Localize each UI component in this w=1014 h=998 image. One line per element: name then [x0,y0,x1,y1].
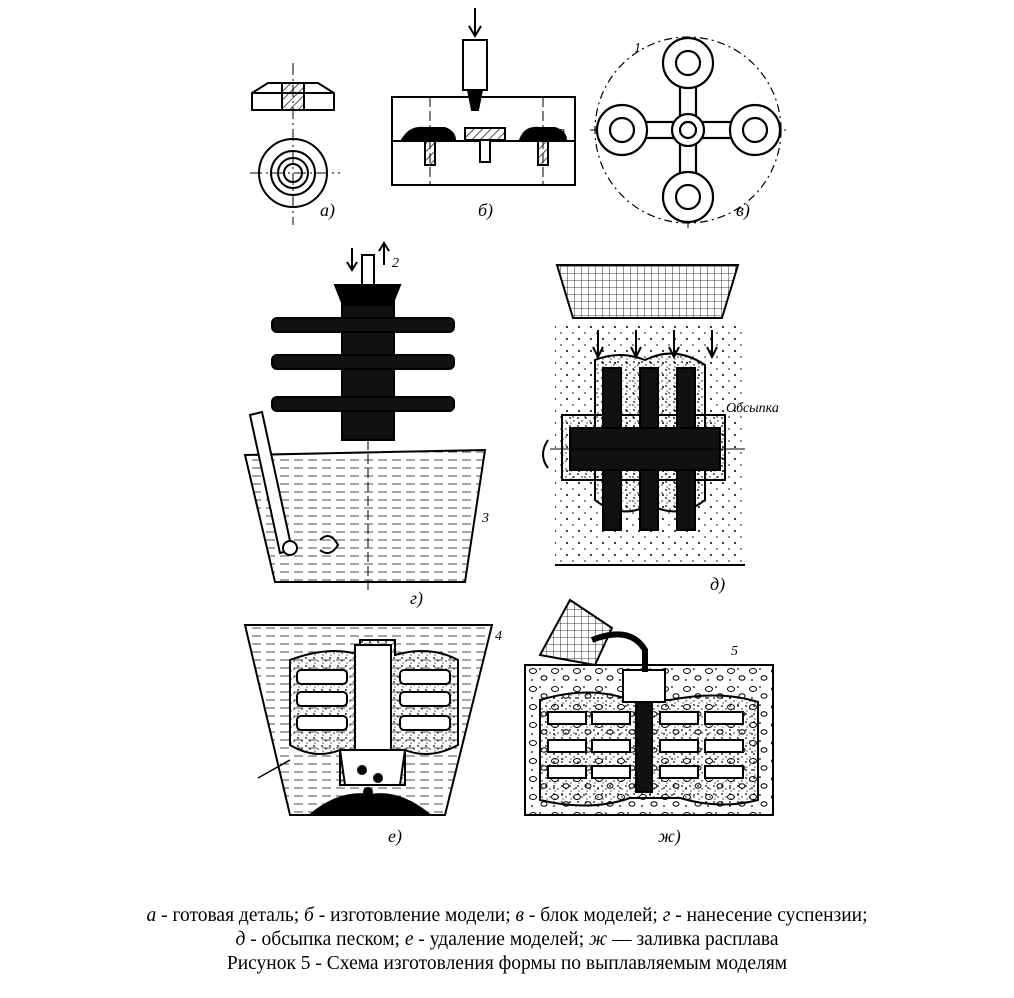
callout-5: 5 [731,644,738,659]
panel-label-e: е) [388,826,402,847]
caption-letter-d: д [235,929,246,950]
panel-label-b: б) [478,200,493,221]
caption-text-d: - обсыпка песком; [245,929,400,950]
caption-letter-v: в [515,905,524,926]
callout-3-b-label: 3 [557,127,565,142]
panel-v-model-block [590,36,790,228]
caption-text-g: - нанесение суспензии; [670,905,868,926]
callout-4: 4 [495,629,502,644]
panel-label-v: в) [736,200,750,221]
panel-a-finished-part [250,63,340,225]
caption-letter-a: а [146,905,157,926]
caption-text-e: - удаление моделей; [413,929,585,950]
panel-d-sand-coating [542,264,745,566]
callout-3-g: 3 [481,511,489,526]
caption-text-a: - готовая деталь; [156,905,300,926]
panel-zh-melt-pouring [524,598,774,816]
label-obsypka: Обсыпка [726,401,779,416]
panel-label-g: г) [410,588,423,609]
caption-text-v: - блок моделей; [524,905,658,926]
figure-caption: а - готовая деталь; б - изготовление мод… [0,904,1014,976]
panel-label-zh: ж) [658,826,681,847]
caption-text-zh: — заливка расплава [607,929,779,950]
panel-label-d: д) [710,574,725,595]
process-diagram: 3 1 2 3 [243,8,790,847]
panel-b-model-making [391,8,576,186]
panel-g-slurry-coating [243,241,487,590]
caption-legend-line-1: а - готовая деталь; б - изготовление мод… [0,904,1014,928]
caption-title: Рисунок 5 - Схема изготовления формы по … [226,953,788,974]
callout-1: 1 [634,41,641,56]
caption-letter-g: г [662,905,671,926]
caption-letter-b: б [304,905,314,926]
caption-text-b: - изготовление модели; [313,905,511,926]
panel-e-model-removal [243,624,494,816]
panel-label-a: а) [320,200,335,221]
caption-legend-line-2: д - обсыпка песком; е - удаление моделей… [0,928,1014,952]
caption-letter-zh: ж [589,929,608,950]
callout-2: 2 [392,256,399,271]
caption-letter-e: е [404,929,414,950]
